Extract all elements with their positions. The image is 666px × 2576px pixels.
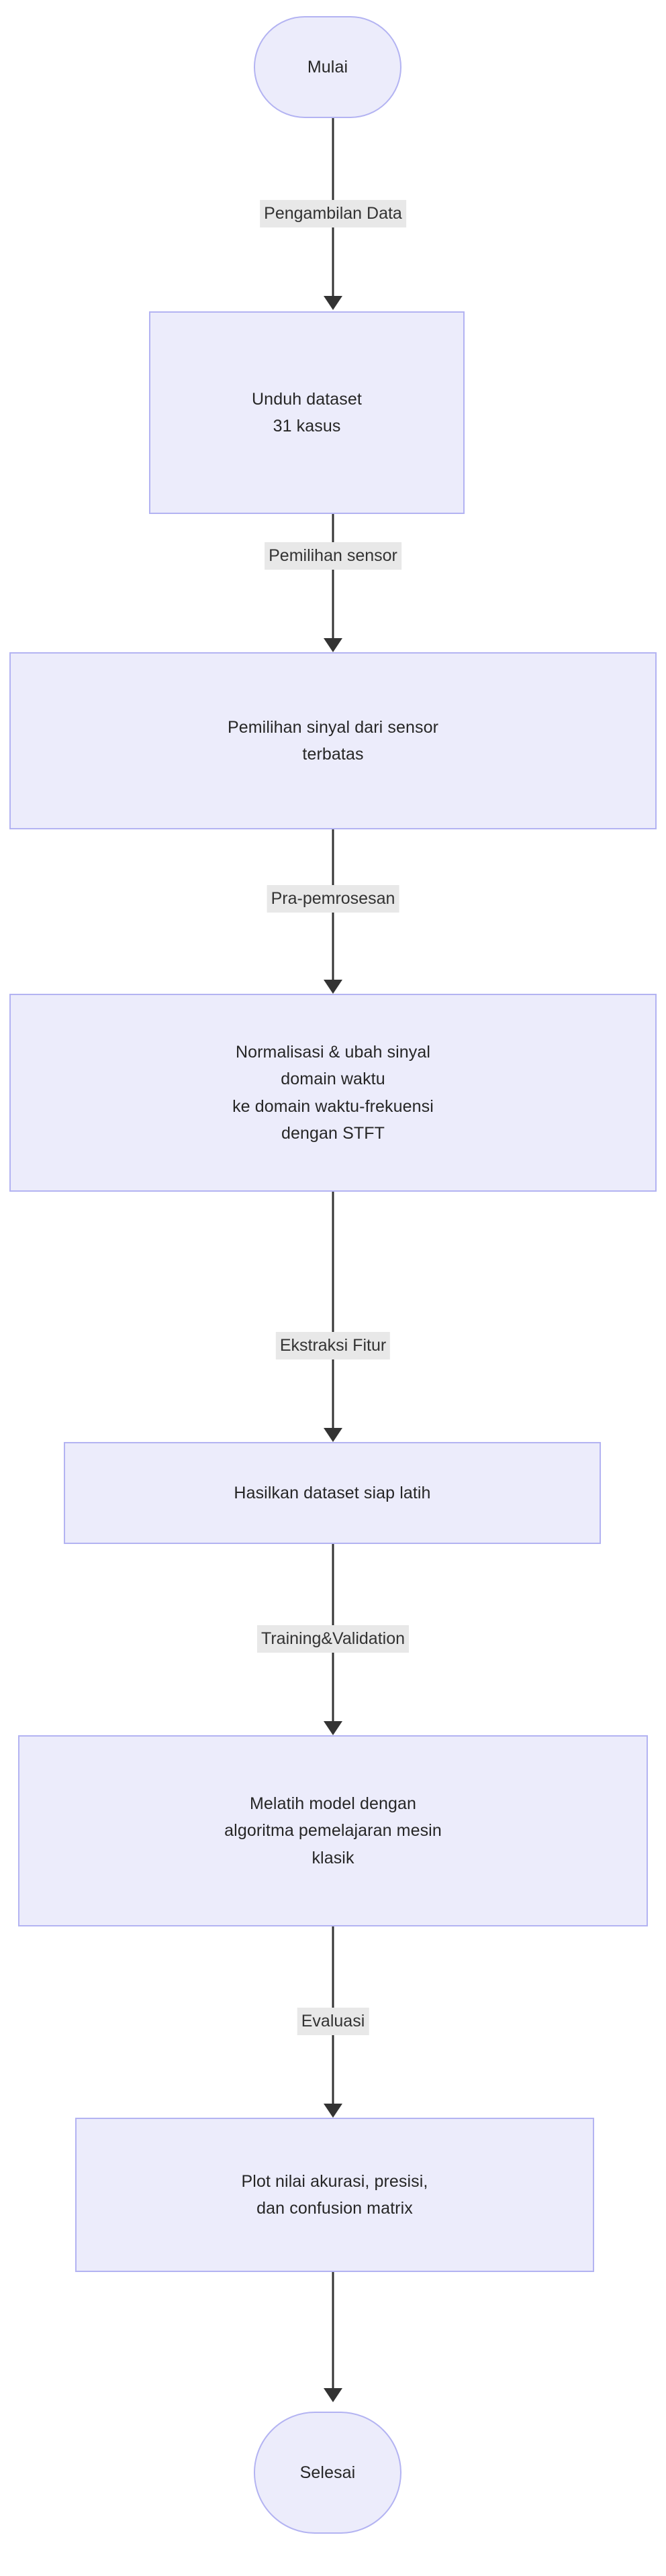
node-melatih-model[interactable]: Melatih model dengan algoritma pemelajar… [18, 1735, 648, 1926]
node-pemilihan-sinyal-label: Pemilihan sinyal dari sensor terbatas [227, 717, 439, 764]
arrowhead-selesai [324, 2388, 342, 2402]
connector-unduh-pemilihan [332, 514, 334, 638]
node-hasilkan-dataset[interactable]: Hasilkan dataset siap latih [64, 1442, 601, 1544]
arrowhead-melatih [324, 1721, 342, 1735]
connector-plot-selesai [332, 2272, 334, 2388]
node-selesai-label: Selesai [299, 2463, 356, 2482]
arrowhead-unduh [324, 296, 342, 310]
edge-label-pengambilan-data: Pengambilan Data [260, 200, 406, 227]
node-selesai[interactable]: Selesai [254, 2412, 401, 2534]
node-plot-metrik[interactable]: Plot nilai akurasi, presisi, dan confusi… [75, 2118, 594, 2272]
arrowhead-pemilihan [324, 638, 342, 652]
edge-label-pra-pemrosesan: Pra-pemrosesan [267, 885, 399, 913]
node-normalisasi-stft[interactable]: Normalisasi & ubah sinyal domain waktu k… [9, 994, 657, 1192]
node-mulai[interactable]: Mulai [254, 16, 401, 118]
node-pemilihan-sinyal[interactable]: Pemilihan sinyal dari sensor terbatas [9, 652, 657, 829]
node-unduh-dataset[interactable]: Unduh dataset 31 kasus [149, 311, 465, 514]
edge-label-evaluasi: Evaluasi [297, 2008, 369, 2035]
arrowhead-plot [324, 2104, 342, 2118]
node-hasilkan-dataset-label: Hasilkan dataset siap latih [234, 1483, 431, 1502]
connector-normalisasi-hasilkan [332, 1192, 334, 1428]
node-melatih-model-label: Melatih model dengan algoritma pemelajar… [224, 1794, 442, 1867]
node-unduh-dataset-label: Unduh dataset 31 kasus [252, 389, 362, 436]
node-normalisasi-stft-label: Normalisasi & ubah sinyal domain waktu k… [232, 1042, 434, 1143]
arrowhead-normalisasi [324, 980, 342, 994]
edge-label-training-validation: Training&Validation [256, 1625, 410, 1653]
node-mulai-label: Mulai [307, 57, 348, 76]
edge-label-pemilihan-sensor: Pemilihan sensor [265, 542, 401, 570]
arrowhead-hasilkan [324, 1428, 342, 1442]
edge-label-ekstraksi-fitur: Ekstraksi Fitur [275, 1332, 391, 1359]
node-plot-metrik-label: Plot nilai akurasi, presisi, dan confusi… [241, 2171, 428, 2218]
